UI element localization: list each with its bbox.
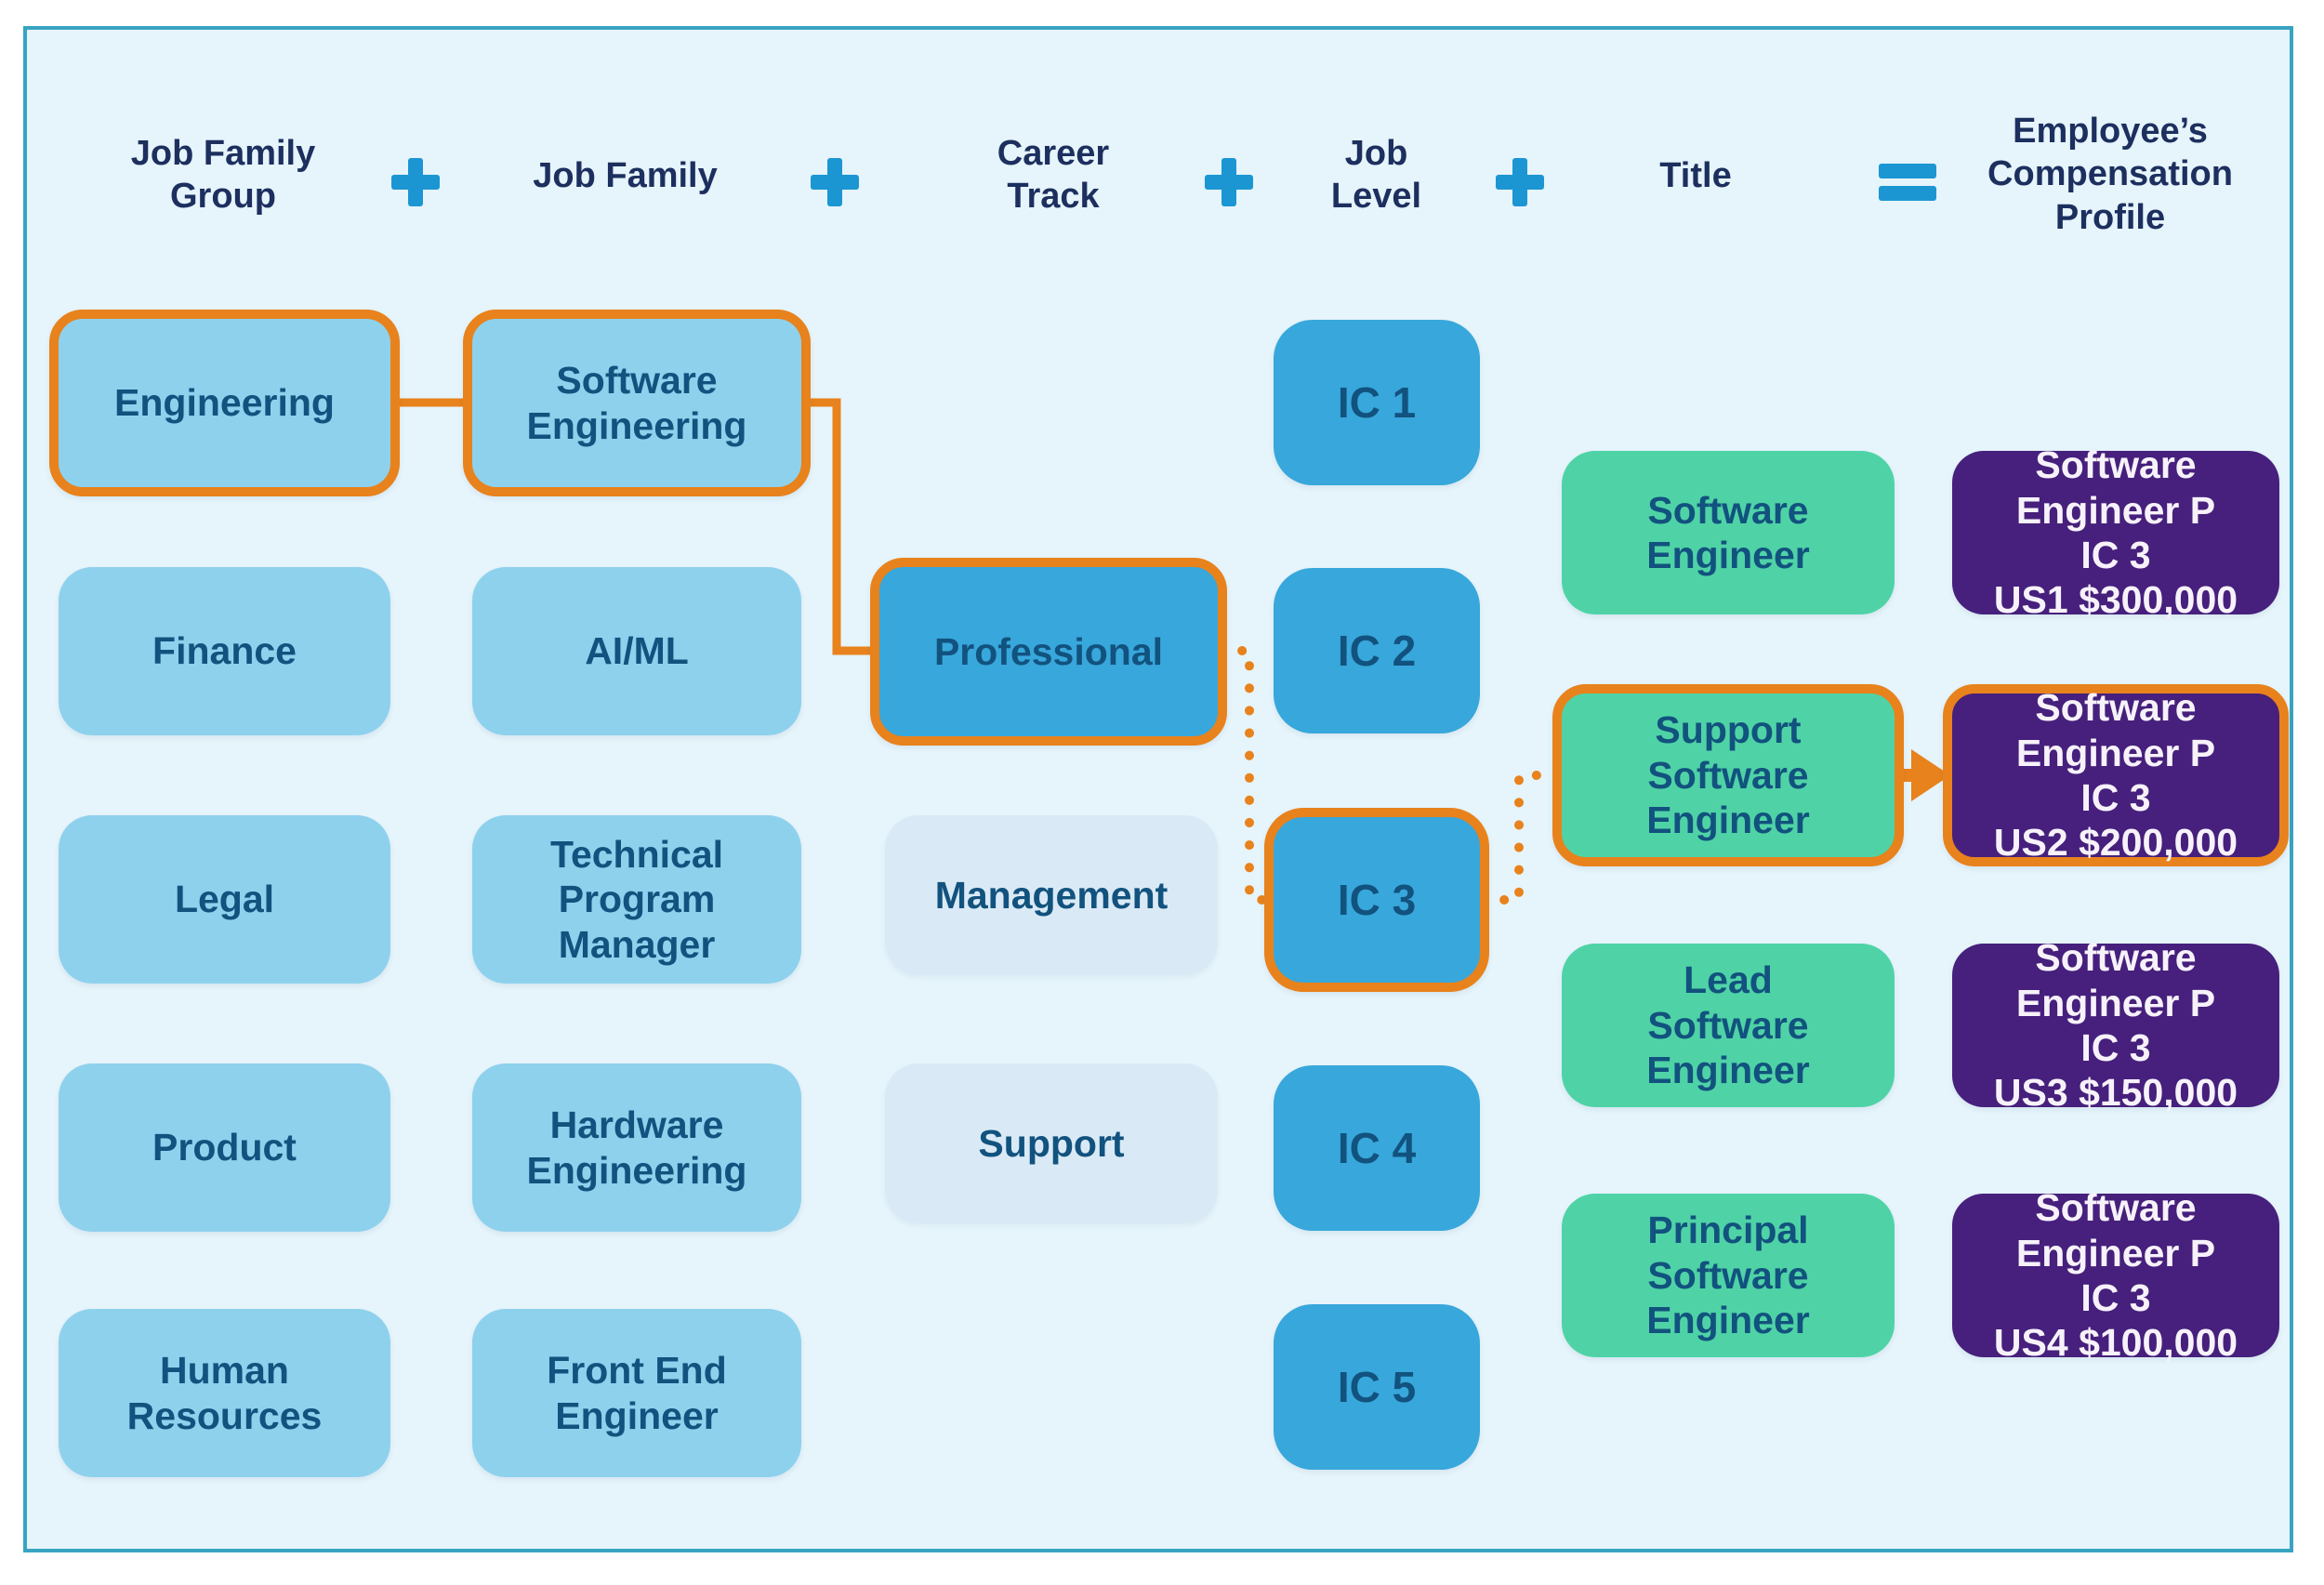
box-front-end-engineer: Front End Engineer (472, 1309, 801, 1477)
box-finance: Finance (59, 567, 390, 735)
box-professional: Professional (870, 558, 1227, 746)
box-label: Product (152, 1126, 297, 1169)
comp-title: Software Engineer P IC 3 (2015, 936, 2216, 1069)
comp-amount: US1 $300,000 (1993, 578, 2238, 622)
comp-title: Software Engineer P IC 3 (2015, 686, 2216, 819)
box-software-engineering: Software Engineering (463, 310, 811, 496)
box-label: Software Engineering (526, 359, 747, 447)
box-label: Human Resources (126, 1349, 323, 1437)
header-job-level: Job Level (1330, 134, 1422, 217)
comp-title: Software Engineer P IC 3 (2015, 443, 2216, 576)
header-compensation-profile: Employee’s Compensation Profile (1987, 112, 2233, 237)
plus-icon (378, 145, 453, 219)
box-ic-2: IC 2 (1274, 568, 1480, 733)
box-software-engineer: Software Engineer (1562, 451, 1895, 614)
header-job-family-group: Job Family Group (130, 134, 316, 217)
header-title: Title (1659, 156, 1732, 195)
plus-icon (391, 158, 440, 206)
box-label: Hardware Engineering (526, 1103, 747, 1192)
box-ic-5: IC 5 (1274, 1304, 1480, 1470)
equals-icon (1870, 145, 1945, 219)
header-career-track: Career Track (997, 134, 1110, 217)
box-principal-software-engineer: Principal Software Engineer (1562, 1194, 1895, 1357)
box-label: IC 3 (1337, 875, 1417, 924)
box-label: IC 4 (1337, 1123, 1417, 1172)
plus-icon (798, 145, 872, 219)
box-label: Lead Software Engineer (1646, 958, 1810, 1092)
plus-icon (811, 158, 859, 206)
box-technical-program-manager: Technical Program Manager (472, 815, 801, 984)
box-human-resources: Human Resources (59, 1309, 390, 1477)
box-ic-1: IC 1 (1274, 320, 1480, 485)
box-label: Finance (152, 629, 297, 673)
box-ai-ml: AI/ML (472, 567, 801, 735)
box-label: Front End Engineer (547, 1349, 727, 1437)
box-label: Support Software Engineer (1646, 708, 1810, 842)
box-support-track: Support (885, 1063, 1218, 1223)
box-ic-3: IC 3 (1264, 808, 1489, 992)
equals-icon (1879, 160, 1936, 205)
box-label: IC 5 (1337, 1362, 1417, 1411)
box-product: Product (59, 1063, 390, 1232)
box-ic-4: IC 4 (1274, 1065, 1480, 1231)
box-label: IC 1 (1337, 377, 1417, 427)
comp-title: Software Engineer P IC 3 (2015, 1186, 2216, 1319)
box-label: AI/ML (585, 629, 689, 673)
plus-icon (1192, 145, 1266, 219)
box-label: IC 2 (1337, 626, 1417, 675)
comp-amount: US3 $150,000 (1993, 1071, 2238, 1115)
comp-amount: US4 $100,000 (1993, 1321, 2238, 1365)
box-label: Technical Program Manager (549, 832, 724, 966)
comp-amount: US2 $200,000 (1993, 821, 2238, 865)
box-label: Engineering (114, 381, 335, 425)
plus-icon (1205, 158, 1253, 206)
box-lead-software-engineer: Lead Software Engineer (1562, 944, 1895, 1107)
plus-icon (1483, 145, 1557, 219)
box-label: Support (978, 1121, 1125, 1165)
box-label: Software Engineer (1646, 488, 1810, 576)
box-management: Management (885, 815, 1218, 975)
box-engineering: Engineering (49, 310, 400, 496)
plus-icon (1496, 158, 1544, 206)
header-job-family: Job Family (533, 156, 718, 195)
box-support-software-engineer: Support Software Engineer (1552, 684, 1904, 866)
box-legal: Legal (59, 815, 390, 984)
box-label: Management (934, 873, 1169, 917)
box-label: Legal (174, 878, 275, 921)
box-hardware-engineering: Hardware Engineering (472, 1063, 801, 1232)
box-label: Professional (933, 629, 1164, 673)
box-label: Principal Software Engineer (1646, 1209, 1810, 1342)
